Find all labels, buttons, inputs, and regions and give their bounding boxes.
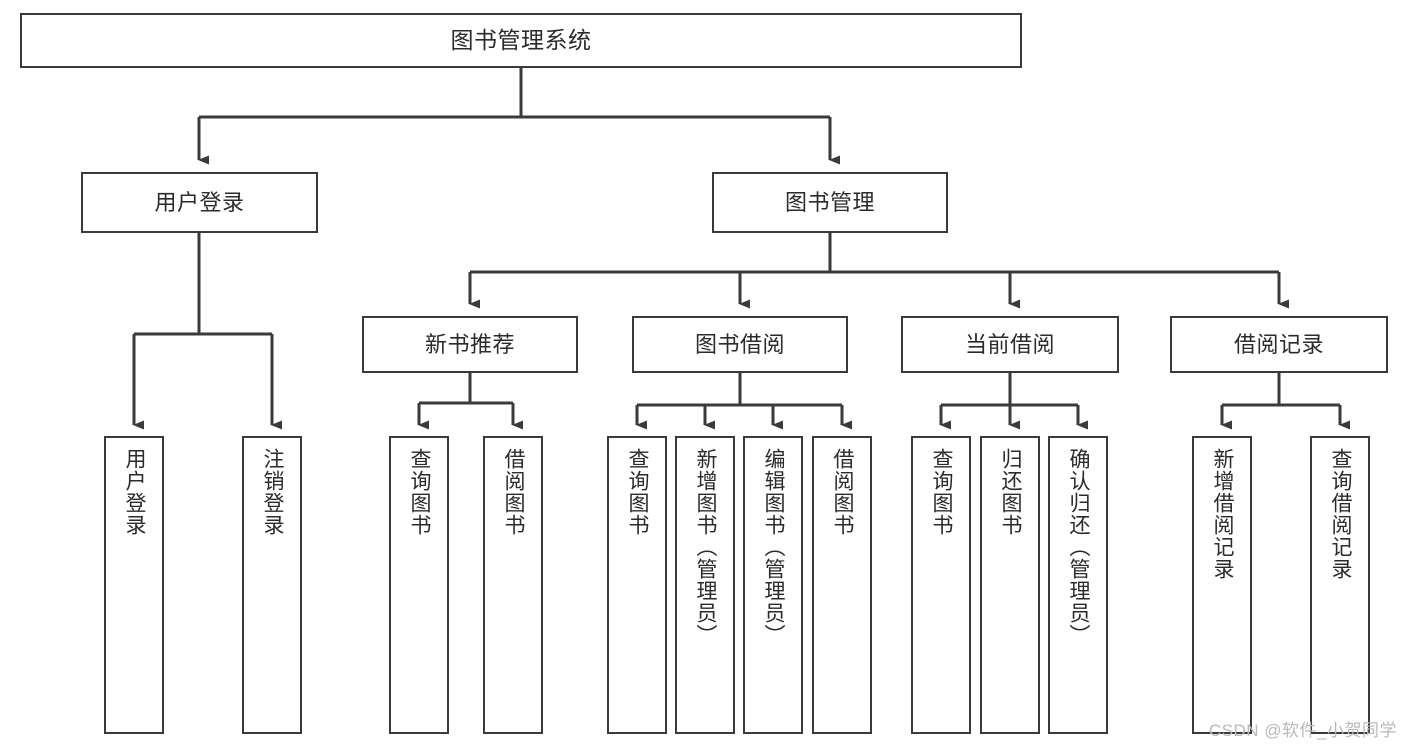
node-label: 图书管理 [784,189,875,215]
node-current-borrow[interactable]: 当前借阅 [901,316,1119,373]
node-label: 新书推荐 [424,331,515,357]
node-label: 查询图书 [408,448,432,536]
leaf-add-borrow-record[interactable]: 新增借阅记录 [1192,436,1252,734]
node-label: 当前借阅 [964,331,1055,357]
node-root-system[interactable]: 图书管理系统 [20,13,1022,68]
node-new-book-recommend[interactable]: 新书推荐 [362,316,578,373]
leaf-query-book-borrow[interactable]: 查询图书 [607,436,667,734]
watermark-text: CSDN @软件_小贺同学 [1208,721,1397,740]
leaf-user-login[interactable]: 用户登录 [104,436,164,734]
node-book-borrow[interactable]: 图书借阅 [632,316,848,373]
leaf-borrow-book-recommend[interactable]: 借阅图书 [483,436,543,734]
node-label: 查询借阅记录 [1329,448,1353,580]
node-label: 归还图书 [999,448,1023,536]
node-label: 用户登录 [154,189,245,215]
node-label: 图书管理系统 [450,26,592,53]
node-label: 新增借阅记录 [1211,448,1235,580]
node-user-login[interactable]: 用户登录 [81,172,318,233]
node-label: 借阅图书 [831,448,855,536]
leaf-add-book-admin[interactable]: 新增图书（管理员） [675,436,735,734]
leaf-confirm-return-admin[interactable]: 确认归还（管理员） [1048,436,1108,734]
leaf-borrow-book[interactable]: 借阅图书 [812,436,872,734]
node-label: 查询图书 [626,448,650,536]
node-label: 图书借阅 [694,331,785,357]
leaf-query-borrow-record[interactable]: 查询借阅记录 [1310,436,1370,734]
leaf-logout[interactable]: 注销登录 [242,436,302,734]
leaf-query-book-recommend[interactable]: 查询图书 [389,436,449,734]
node-label: 查询图书 [930,448,954,536]
node-label: 确认归还（管理员） [1067,448,1091,646]
node-book-management[interactable]: 图书管理 [712,172,948,233]
node-label: 借阅记录 [1233,331,1324,357]
node-borrow-record[interactable]: 借阅记录 [1170,316,1388,373]
leaf-edit-book-admin[interactable]: 编辑图书（管理员） [743,436,803,734]
leaf-return-book[interactable]: 归还图书 [980,436,1040,734]
node-label: 注销登录 [261,448,285,536]
node-label: 编辑图书（管理员） [762,448,786,646]
node-label: 借阅图书 [502,448,526,536]
node-label: 用户登录 [123,448,147,536]
leaf-query-book-current[interactable]: 查询图书 [911,436,971,734]
node-label: 新增图书（管理员） [694,448,718,646]
